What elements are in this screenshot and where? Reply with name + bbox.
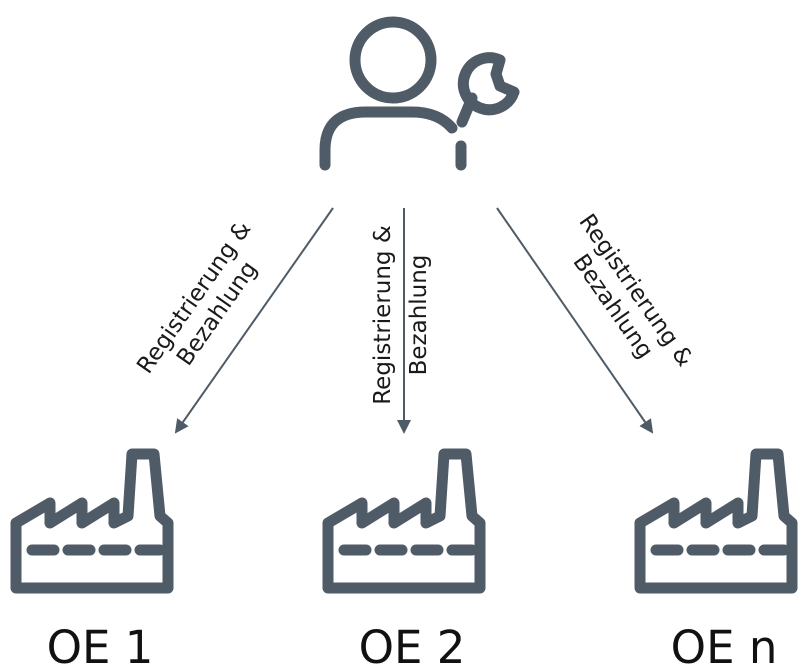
edge-label-2: Registrierung & Bezahlung: [370, 225, 432, 405]
arrow-to-oen: [496, 207, 654, 434]
oe-label-2: OE 2: [359, 621, 466, 670]
edge-label-3: Registrierung & Bezahlung: [567, 210, 697, 372]
factory-icon: [10, 448, 174, 594]
arrow-to-oe1: [174, 207, 334, 434]
edge-label-1: Registrierung & Bezahlung: [132, 217, 262, 379]
oe-label-1: OE 1: [47, 621, 154, 670]
oe-label-n: OE n: [671, 621, 778, 670]
edge-label-2-line1: Registrierung &: [370, 225, 396, 405]
factory-icon: [634, 448, 798, 594]
user-with-wrench-icon: [319, 16, 520, 171]
factory-icon: [322, 448, 486, 594]
edge-label-2-line2: Bezahlung: [406, 255, 432, 376]
